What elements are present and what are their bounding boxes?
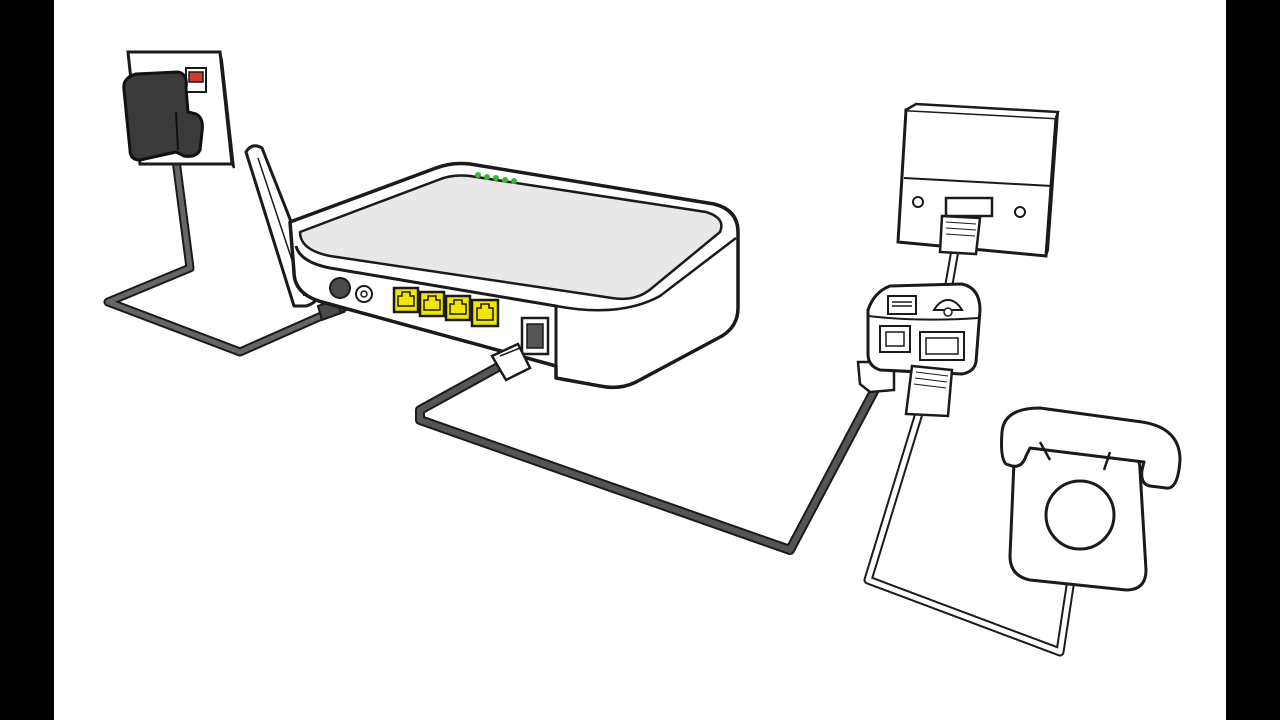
led-5-icon [511,178,517,184]
adsl-microfilter-icon [866,282,982,376]
phone-wall-socket-icon [896,102,1060,258]
status-leds [475,172,517,184]
socket-screw-left-icon [912,196,924,208]
computer-symbol-icon [887,295,917,315]
dsl-port-icon [520,316,550,356]
power-adapter-icon [122,70,204,162]
lan-port-2-icon [418,290,446,318]
lan-port-3-icon [444,294,472,322]
rotary-telephone-icon [1000,406,1182,592]
dc-jack-icon [329,277,351,299]
filter-dsl-socket-icon [879,325,911,353]
rj11-plug-router-icon [490,342,532,382]
dsl-cable [415,342,896,555]
handset-icon [1000,406,1182,490]
lan-port-1-icon [392,286,420,314]
led-2-icon [484,174,490,180]
reset-button-icon [355,285,373,303]
power-switch-icon [185,67,207,93]
rj-plug-phone-icon [904,364,954,418]
lan-ports [392,286,500,328]
led-3-icon [493,175,499,181]
led-1-icon [475,172,481,178]
filter-phone-socket-icon [919,331,965,361]
telephone-symbol-icon [932,298,964,317]
socket-screw-right-icon [1014,206,1026,218]
router-icon [288,161,740,390]
rotary-dial-icon [1044,479,1116,551]
phone-cable [863,364,1075,657]
rj11-plug-wall-icon [938,214,982,256]
lan-port-4-icon [470,298,500,328]
led-4-icon [502,177,508,183]
